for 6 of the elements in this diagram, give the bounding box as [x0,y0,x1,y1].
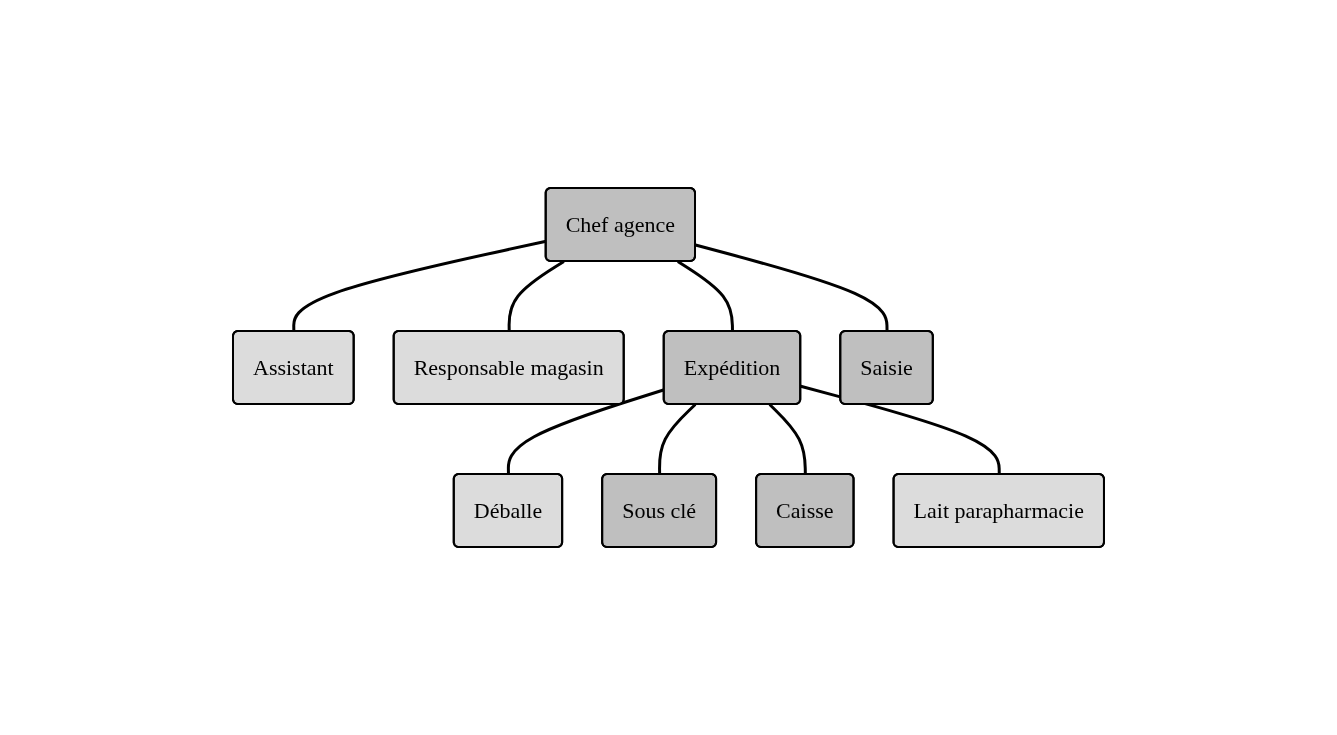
connector [507,260,565,332]
connector [800,384,1001,475]
connector [677,260,734,332]
connector [695,243,889,332]
connector [768,403,807,475]
connector [658,403,697,475]
